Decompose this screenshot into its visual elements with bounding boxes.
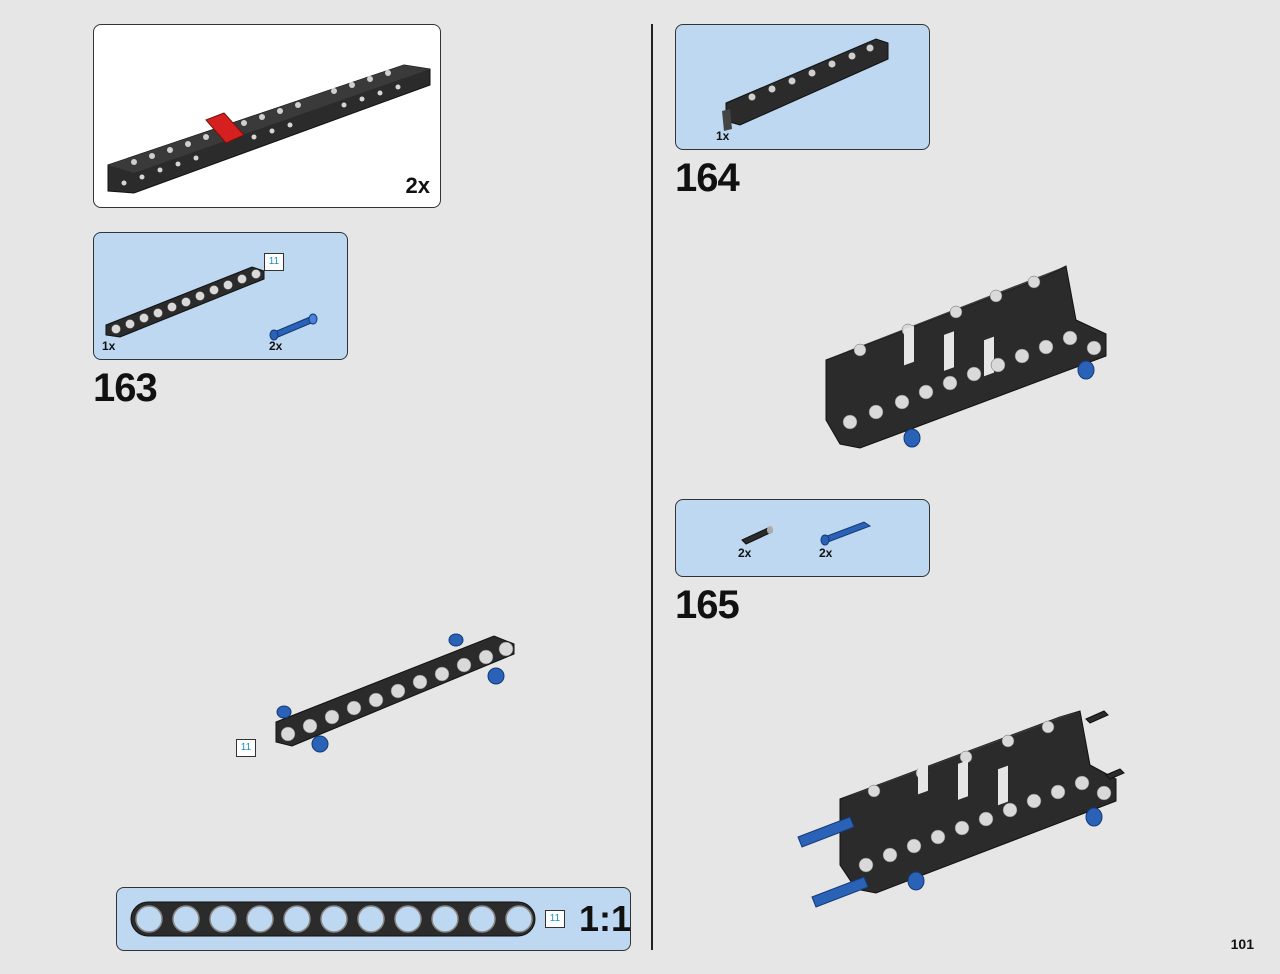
black-pin-qty: 2x [738,546,752,560]
scale-label: 1:1 [579,898,632,939]
beam-icon [105,266,265,338]
assembly-length-label: 11 [236,739,256,757]
step-number-164: 164 [675,156,740,200]
step164-parts-callout: 1x [675,24,930,150]
step163-parts-callout: 11 1x 2x [93,232,348,360]
step165-parts-callout: 2x 2x [675,499,930,577]
ruler-beam [130,901,536,937]
step-number-165: 165 [675,583,740,627]
ruler-length-label: 11 [545,910,565,928]
page-number: 101 [1230,936,1254,952]
step-number-163: 163 [93,366,158,410]
step165-assembly [797,710,1125,908]
frame-qty: 1x [716,129,730,143]
subassembly-multiplier: 2x [405,173,430,198]
beam-length-label: 11 [264,253,284,271]
black-pin-icon [741,526,773,545]
step164-assembly [825,265,1107,449]
page-divider [651,24,653,950]
frame-assembly-icon [722,38,889,131]
pin-qty: 2x [269,339,283,353]
subassembly-illustration [107,64,431,194]
beam-qty: 1x [102,339,116,353]
blue-pin-icon [269,313,318,341]
subassembly-callout: 2x [93,24,441,208]
blue-axle-pin-icon [820,521,872,546]
step163-assembly [275,633,515,753]
blue-axle-pin-qty: 2x [819,546,833,560]
red-connector [205,112,245,144]
scale-ruler: 11 1:1 [116,887,631,951]
